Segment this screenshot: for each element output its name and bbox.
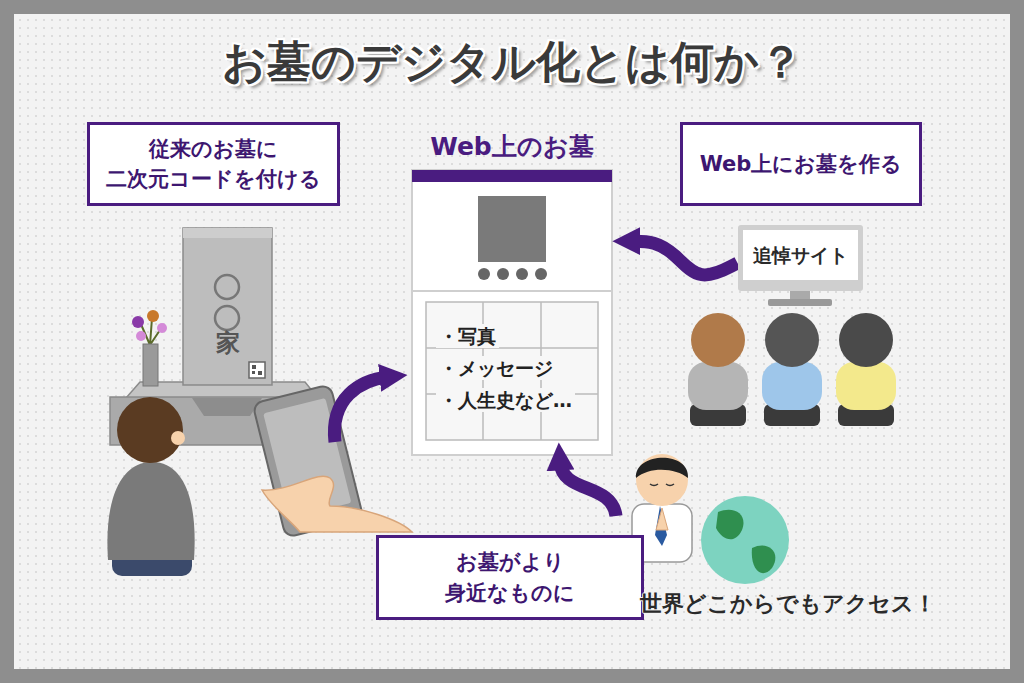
list-item: ・人生史など… — [436, 388, 575, 412]
note-box: 従来のお墓に 二次元コードを付ける — [87, 122, 340, 207]
person-with-globe-part — [636, 458, 688, 478]
web-window-part — [412, 170, 612, 455]
person-with-globe-part — [650, 484, 674, 486]
label-holder: 世界どこからでもアクセス！ — [640, 591, 936, 617]
list-row: ・写真 — [436, 324, 606, 356]
flow-arrow — [632, 241, 738, 275]
flow-arrows — [334, 377, 616, 516]
flowers — [132, 310, 167, 386]
web-window-part — [478, 196, 546, 262]
gravestone-part — [215, 275, 239, 299]
praying-person-part — [107, 462, 194, 560]
person-with-globe-part — [716, 510, 743, 540]
web-window-part — [478, 268, 490, 280]
person-with-globe-part — [701, 496, 789, 584]
page-heading-area: Web上のお墓 — [392, 126, 632, 166]
gravestone-part — [252, 371, 255, 374]
note-box: お墓がより 身近なものに — [376, 535, 644, 620]
mourners-part — [836, 362, 896, 410]
person-with-globe — [632, 454, 789, 584]
title: お墓のデジタル化とは何か？ — [222, 36, 803, 89]
mourners-part — [765, 313, 819, 367]
web-window-part — [497, 268, 509, 280]
list-item: ・メッセージ — [436, 356, 556, 380]
person-with-globe-part — [636, 454, 688, 506]
praying-person-part — [171, 431, 185, 445]
flowers-part — [157, 323, 167, 333]
praying-person — [107, 397, 194, 576]
title-band: お墓のデジタル化とは何か？ — [0, 36, 1024, 89]
gravestone-part — [183, 228, 272, 385]
list-item: ・写真 — [436, 324, 499, 348]
gravestone-part — [192, 398, 262, 416]
node-text: 追悼サイト — [753, 244, 848, 267]
praying-person-part — [117, 397, 183, 463]
web-window-part — [516, 268, 528, 280]
frame-part — [14, 14, 1010, 669]
memorial-monitor: 追悼サイト — [738, 225, 863, 291]
mourners — [688, 313, 896, 426]
list-row: ・人生史など… — [436, 388, 606, 420]
person-with-globe-part — [655, 506, 667, 546]
person-with-globe-part — [656, 508, 668, 530]
flowers-part — [143, 344, 158, 386]
node-text: Web上にお墓を作る — [700, 149, 903, 179]
list-row: ・メッセージ — [436, 356, 606, 388]
gravestone-face: 家 — [183, 228, 272, 385]
node-text: 従来のお墓に 二次元コードを付ける — [102, 134, 325, 195]
gravestone-part — [215, 306, 239, 330]
flowers-part — [147, 310, 159, 322]
web-window-part — [535, 268, 547, 280]
mourners-part — [762, 362, 822, 410]
mourners-part — [839, 313, 893, 367]
web-window-part — [412, 170, 612, 182]
web-window-part — [426, 302, 598, 440]
web-grave-page: Web上のお墓・写真・メッセージ・人生史など… — [412, 126, 612, 455]
frame-part — [14, 14, 1010, 669]
node-text: お墓がより 身近なものに — [391, 547, 629, 608]
monitor-stand — [768, 290, 832, 306]
caption-label: 世界どこからでもアクセス！ — [640, 591, 936, 617]
page-heading: Web上のお墓 — [430, 130, 594, 163]
flow-arrows-part — [334, 377, 388, 442]
phone-in-hand — [252, 384, 412, 537]
gravestone-part — [183, 228, 272, 238]
phone-in-hand-part — [262, 476, 412, 532]
flow-arrows-part — [560, 462, 616, 516]
gravestone-part — [249, 362, 265, 378]
monitor-stand-part — [768, 299, 832, 306]
mourners-part — [691, 313, 745, 367]
gravestone-part — [252, 365, 256, 369]
flowers-part — [132, 316, 144, 328]
gravestone-part — [258, 371, 262, 375]
flowers-part — [136, 331, 146, 341]
note-box: Web上にお墓を作る — [680, 122, 922, 206]
node-text: 家 — [216, 329, 240, 358]
web-window-part — [412, 290, 612, 292]
person-with-globe-part — [752, 545, 776, 573]
monitor-stand-part — [790, 290, 810, 300]
web-window — [412, 170, 612, 455]
content-list: ・写真・メッセージ・人生史など… — [436, 324, 606, 420]
mourners-part — [688, 362, 748, 410]
